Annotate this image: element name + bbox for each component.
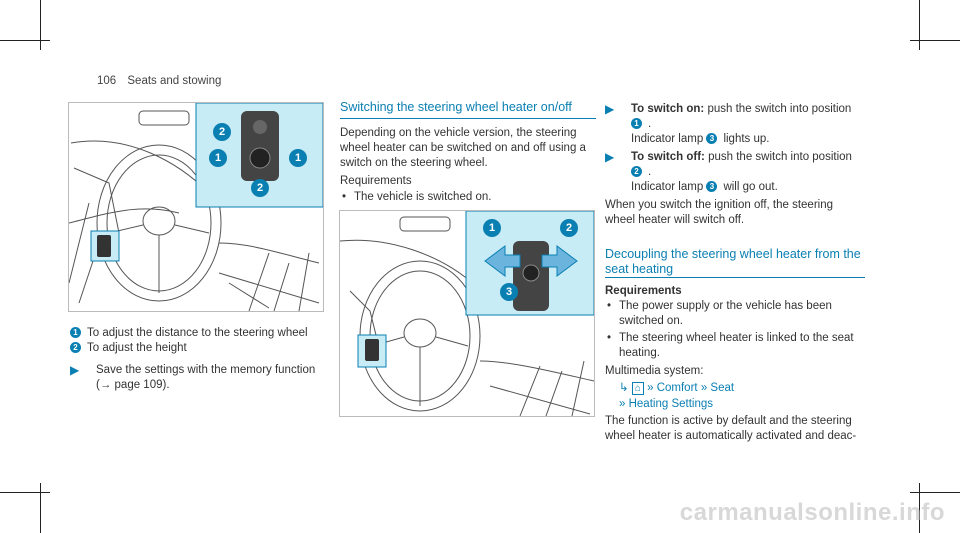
figure-steering-adjust: 2 1 1 2 [68, 102, 324, 312]
return-arrow-icon: ↳ [619, 382, 629, 394]
callout-2: 2 [251, 179, 269, 197]
watermark: carmanualsonline.info [679, 499, 945, 526]
step-label: To switch on: [631, 103, 705, 115]
text-line: wheel heater will switch off. [605, 214, 745, 226]
text-line: switch on the steering wheel. [340, 157, 488, 169]
text-line: switched on. [619, 315, 683, 327]
nav-seat[interactable]: Seat [710, 382, 735, 394]
page-header: 106 Seats and stowing [97, 75, 221, 87]
caption-num: 1 [70, 327, 81, 339]
step-text: Indicator lamp [631, 133, 704, 145]
crop-mark [40, 0, 41, 50]
chevron-icon: » [619, 398, 626, 410]
requirement-item: The power supply or the vehicle has been… [605, 299, 879, 329]
chevron-icon: » [647, 382, 654, 394]
steering-heater-illustration [340, 211, 594, 416]
page-number: 106 [97, 75, 117, 87]
nav-path: ↳ ⌂ » Comfort » Seat [619, 381, 734, 396]
step-text: Save the settings with the memory functi… [96, 364, 316, 376]
ignition-note: When you switch the ignition off, the st… [605, 198, 875, 228]
step-text: push the switch into position [708, 151, 852, 163]
section-heading-decoupling: Decoupling the steering wheel heater fro… [605, 247, 875, 277]
caption-text: To adjust the distance to the steering w… [87, 327, 308, 339]
multimedia-label: Multimedia system: [605, 365, 704, 377]
steering-illustration [69, 103, 323, 311]
crop-mark [910, 40, 960, 41]
step-text: Indicator lamp [631, 181, 704, 193]
text-line: heating. [619, 347, 660, 359]
text-line: The power supply or the vehicle has been [619, 300, 832, 312]
text-line: Depending on the vehicle version, the st… [340, 127, 577, 139]
callout-3: 3 [500, 283, 518, 301]
switch-on-step: ▶ To switch on: push the switch into pos… [605, 102, 852, 145]
position-num: 2 [631, 166, 642, 178]
section-paragraph: Depending on the vehicle version, the st… [340, 126, 600, 171]
step-text: lights up. [723, 133, 770, 145]
text-line: When you switch the ignition off, the st… [605, 199, 834, 211]
requirements-label: Requirements [340, 175, 412, 187]
section-rule [605, 277, 865, 278]
crop-mark [0, 492, 50, 493]
section-heading: Switching the steering wheel heater on/o… [340, 100, 572, 114]
step-text: will go out. [723, 181, 778, 193]
chevron-icon: » [700, 382, 708, 394]
figure-heater-switch: 1 2 3 [339, 210, 595, 417]
caption-list: 1 To adjust the distance to the steering … [70, 326, 330, 356]
crop-mark [0, 40, 50, 41]
crop-mark [40, 483, 41, 533]
caption-num: 2 [70, 342, 81, 354]
text-line: wheel heater is automatically activated … [605, 430, 857, 442]
page-section-title: Seats and stowing [127, 75, 222, 87]
position-num: 1 [631, 118, 642, 130]
memory-step: ▶ Save the settings with the memory func… [70, 363, 356, 393]
requirement-item: The vehicle is switched on. [340, 190, 491, 205]
home-icon[interactable]: ⌂ [631, 382, 644, 395]
step-text: push the switch into position [707, 103, 852, 115]
step-arrow-icon: ▶ [605, 150, 615, 164]
requirements-label: Requirements [605, 285, 682, 297]
callout-1: 1 [483, 219, 501, 237]
function-paragraph: The function is active by default and th… [605, 414, 875, 444]
heading-line: seat heating [605, 262, 674, 276]
requirement-item: The steering wheel heater is linked to t… [605, 331, 879, 361]
crop-mark [919, 483, 920, 533]
heading-line: Decoupling the steering wheel heater fro… [605, 247, 861, 261]
section-rule [340, 118, 596, 119]
lamp-num: 3 [706, 133, 718, 145]
nav-heating-settings[interactable]: Heating Settings [628, 398, 713, 410]
caption-item: 2 To adjust the height [70, 341, 330, 356]
text-line: wheel heater can be switched on and off … [340, 142, 586, 154]
callout-2: 2 [213, 123, 231, 141]
page-reference-link[interactable]: (→ page 109). [96, 379, 170, 391]
crop-mark [919, 0, 920, 50]
text-line: The function is active by default and th… [605, 415, 852, 427]
nav-comfort[interactable]: Comfort [656, 382, 698, 394]
callout-2: 2 [560, 219, 578, 237]
step-label: To switch off: [631, 151, 705, 163]
step-arrow-icon: ▶ [605, 102, 615, 116]
nav-path-2: » Heating Settings [619, 397, 713, 412]
crop-mark [910, 492, 960, 493]
callout-1: 1 [289, 149, 307, 167]
step-arrow-icon: ▶ [70, 363, 80, 377]
switch-off-step: ▶ To switch off: push the switch into po… [605, 150, 852, 193]
text-line: The steering wheel heater is linked to t… [619, 332, 854, 344]
lamp-num: 3 [706, 181, 718, 193]
caption-text: To adjust the height [87, 342, 187, 354]
callout-1: 1 [209, 149, 227, 167]
caption-item: 1 To adjust the distance to the steering … [70, 326, 330, 341]
